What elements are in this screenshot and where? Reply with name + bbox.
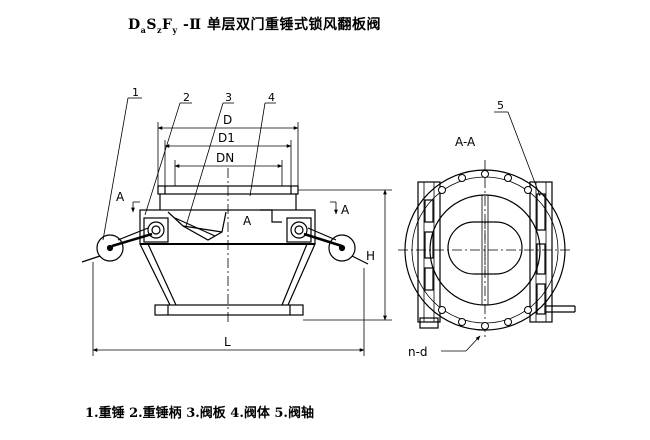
bottom-flange — [154, 304, 304, 316]
dim-dn: DN — [216, 151, 234, 165]
section-leaders — [441, 111, 541, 352]
right-shaft-box — [286, 217, 312, 243]
section-mark-right: A — [341, 203, 350, 217]
section-title: A-A — [455, 135, 476, 149]
dim-d: D — [223, 113, 232, 127]
section-mark-left: A — [116, 190, 125, 204]
callout-leaders — [102, 97, 276, 241]
front-view — [81, 168, 369, 325]
dim-d1: D1 — [218, 131, 235, 145]
dim-l: L — [224, 335, 231, 349]
right-weight-arm — [303, 232, 343, 248]
hopper-right — [287, 243, 316, 306]
parts-legend: 1.重锤 2.重锤柄 3.阀板 4.阀体 5.阀轴 — [85, 406, 314, 421]
callout-5: 5 — [497, 99, 504, 112]
left-side-frame — [417, 181, 441, 323]
housing-box — [139, 209, 316, 245]
valve-plate — [167, 211, 227, 241]
dim-nd: n-d — [408, 345, 428, 359]
drawing-title: DaSzFy -Ⅱ 单层双门重锤式锁风翻板阀 — [128, 17, 381, 35]
callout-1: 1 — [132, 86, 139, 99]
callout-4: 4 — [268, 91, 275, 104]
dim-h: H — [366, 249, 375, 263]
section-mark-center: A — [243, 214, 252, 228]
right-counterweight — [328, 234, 356, 262]
left-weight-arm — [111, 232, 153, 248]
bolt-holes — [438, 170, 532, 330]
callout-3: 3 — [225, 91, 232, 104]
left-counterweight — [96, 234, 124, 262]
right-side-frame — [529, 181, 553, 323]
hopper-left — [139, 243, 171, 306]
callout-2: 2 — [183, 91, 190, 104]
section-view — [398, 160, 576, 340]
front-dimensions — [92, 122, 392, 356]
